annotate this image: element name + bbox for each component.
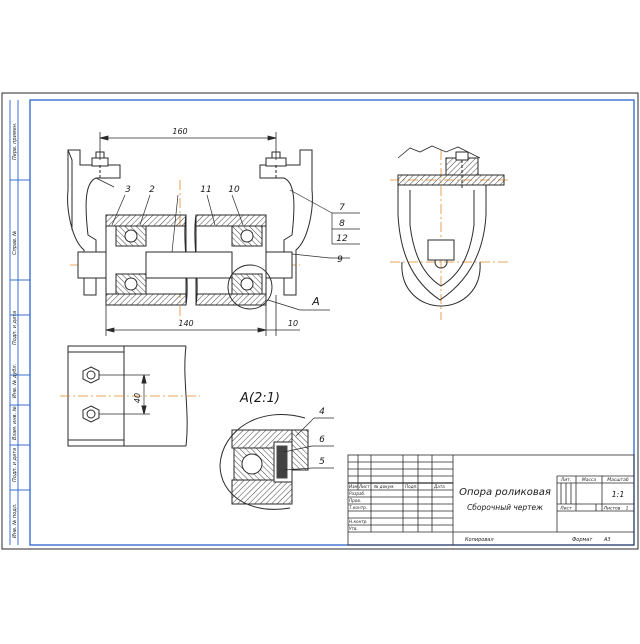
title-block bbox=[347, 454, 635, 546]
callout-11: 11 bbox=[200, 185, 211, 195]
dim-40: 40 bbox=[133, 393, 142, 403]
tb-header-list: Лист bbox=[358, 484, 370, 489]
tb-row-label: Утв. bbox=[349, 526, 358, 531]
tb-lit-label: Лит. bbox=[560, 477, 571, 483]
stamp-label: Инв. № подл. bbox=[12, 504, 18, 539]
callout-7: 7 bbox=[339, 203, 345, 213]
detail-title: А(2:1) bbox=[239, 391, 280, 406]
dimension-lines bbox=[99, 132, 300, 336]
stamp-label: Перв. примен. bbox=[12, 122, 18, 160]
tb-format-label: Формат bbox=[572, 537, 593, 543]
tb-subtitle: Сборочный чертеж bbox=[467, 503, 543, 512]
callout-2: 2 bbox=[149, 185, 155, 195]
stamp-label: Справ. № bbox=[12, 231, 18, 255]
tb-title: Опора роликовая bbox=[459, 487, 551, 498]
stamp-label: Взам. инв. № bbox=[12, 406, 18, 440]
stamp-label: Подп. и дата bbox=[12, 311, 18, 345]
stamp-label: Инв. № дубл. bbox=[12, 364, 18, 398]
tb-mass-label: Масса bbox=[582, 477, 597, 483]
callout-12: 12 bbox=[336, 234, 348, 244]
detail-leaders bbox=[283, 417, 334, 471]
tb-row-label: Н.контр. bbox=[349, 519, 368, 524]
callout-6: 6 bbox=[319, 435, 325, 445]
outer-frame bbox=[1, 92, 639, 550]
plan-view bbox=[60, 345, 200, 447]
tb-sheet-label: Лист bbox=[559, 506, 572, 512]
tb-sheets-label: Листов bbox=[603, 506, 621, 512]
dim-10: 10 bbox=[288, 319, 298, 328]
side-view bbox=[390, 145, 510, 320]
inner-frame bbox=[29, 99, 635, 546]
callout-9: 9 bbox=[337, 255, 343, 265]
tb-header-doc: № докум. bbox=[373, 484, 395, 489]
dim-140: 140 bbox=[178, 319, 193, 328]
view-marker-a: А bbox=[311, 295, 320, 308]
detail-a-view bbox=[219, 414, 309, 510]
dim-160: 160 bbox=[172, 127, 187, 136]
tb-scale-value: 1:1 bbox=[612, 490, 625, 499]
front-section-view bbox=[67, 149, 313, 320]
tb-format-value: А3 bbox=[603, 537, 611, 543]
tb-scale-label: Масштаб bbox=[607, 477, 629, 483]
tb-sheets-value: 1 bbox=[626, 506, 629, 512]
callout-8: 8 bbox=[339, 219, 345, 229]
callout-10: 10 bbox=[228, 185, 240, 195]
leader-lines bbox=[95, 177, 360, 311]
tb-row-label: Пров. bbox=[349, 498, 361, 503]
tb-header-sign: Подп. bbox=[405, 484, 418, 489]
stamp-label: Подп. и дата bbox=[12, 448, 18, 482]
tb-row-label: Разраб. bbox=[349, 491, 365, 496]
tb-row-label: Т.контр. bbox=[349, 505, 367, 510]
side-stamp-column: Перв. примен. Справ. № Подп. и дата Инв.… bbox=[9, 100, 30, 545]
callout-3: 3 bbox=[125, 185, 131, 195]
tb-header-date: Дата bbox=[433, 484, 445, 489]
tb-header-izm: Изм. bbox=[349, 484, 359, 489]
callout-5: 5 bbox=[319, 457, 325, 467]
tb-copied-label: Копировал bbox=[465, 537, 494, 543]
callout-4: 4 bbox=[319, 407, 325, 417]
